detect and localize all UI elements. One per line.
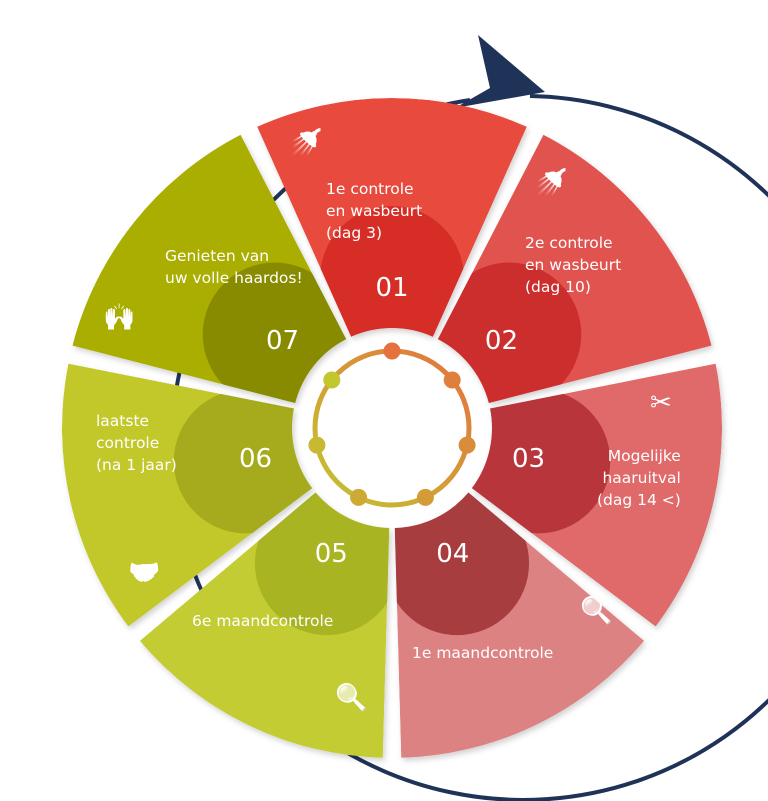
hair-wash-icon: 🚿: [290, 128, 323, 158]
segment-04: [394, 492, 645, 758]
ring-dot: [383, 342, 401, 360]
number-bubble: [173, 389, 313, 534]
step-label: 6e maandcontrole: [192, 610, 333, 632]
cycle-arrowhead: [455, 35, 545, 108]
comb-icon: ✂: [650, 388, 672, 418]
step-number: 03: [511, 444, 546, 475]
step-label: 1e controle en wasbeurt (dag 3): [326, 178, 422, 244]
step-label-line: 2e controle: [525, 234, 613, 252]
number-bubble: [394, 492, 530, 636]
step-label: 1e maandcontrole: [412, 642, 553, 664]
step-label-line: (dag 14 <): [597, 491, 681, 509]
number-bubble: [254, 492, 390, 636]
step-label-line: Genieten van: [165, 247, 270, 265]
step-label-line: laatste: [96, 412, 150, 430]
ring-dot: [416, 488, 434, 506]
step-label: Genieten van uw volle haardos!: [165, 245, 303, 289]
number-bubble: [320, 206, 464, 337]
step-label-line: 1e maandcontrole: [412, 644, 554, 662]
ring-dot: [458, 436, 476, 454]
step-label: laatste controle (na 1 jaar): [96, 410, 177, 476]
ring-dot: [308, 436, 326, 454]
magnifier-icon: 🔍: [580, 596, 613, 626]
segment-01: [257, 97, 527, 337]
ring-dot: [350, 488, 368, 506]
step-number: 05: [314, 539, 348, 570]
step-label-line: 6e maandcontrole: [192, 612, 334, 630]
step-label-line: (dag 3): [326, 224, 383, 242]
ring-dot: [323, 371, 341, 389]
segment-05: [139, 492, 390, 758]
segment-06: [61, 363, 313, 627]
step-number: 06: [238, 444, 273, 475]
step-number: 07: [265, 325, 300, 356]
step-number: 02: [484, 325, 518, 356]
celebration-icon: 🙌: [103, 303, 136, 333]
hair-wash-icon: 🚿: [535, 168, 568, 198]
handshake-icon: 🤝: [128, 558, 161, 588]
step-label-line: controle: [96, 434, 160, 452]
step-number: 04: [436, 539, 470, 570]
inner-ring: [312, 348, 472, 508]
step-label-line: Mogelijke: [607, 447, 681, 465]
segment-03: [471, 363, 722, 627]
ring-dot: [443, 371, 461, 389]
number-bubble: [471, 389, 611, 534]
magnifier-icon: 🔍: [335, 683, 368, 713]
step-label-line: (na 1 jaar): [96, 456, 177, 474]
step-number: 01: [375, 273, 409, 303]
step-label: Mogelijke haaruitval (dag 14 <): [597, 445, 681, 511]
step-label-line: haaruitval: [602, 469, 681, 487]
step-label-line: uw volle haardos!: [165, 269, 303, 287]
step-label-line: en wasbeurt: [326, 202, 423, 220]
step-label: 2e controle en wasbeurt (dag 10): [525, 232, 621, 298]
step-label-line: (dag 10): [525, 278, 591, 296]
step-label-line: 1e controle: [326, 180, 414, 198]
step-label-line: en wasbeurt: [525, 256, 622, 274]
